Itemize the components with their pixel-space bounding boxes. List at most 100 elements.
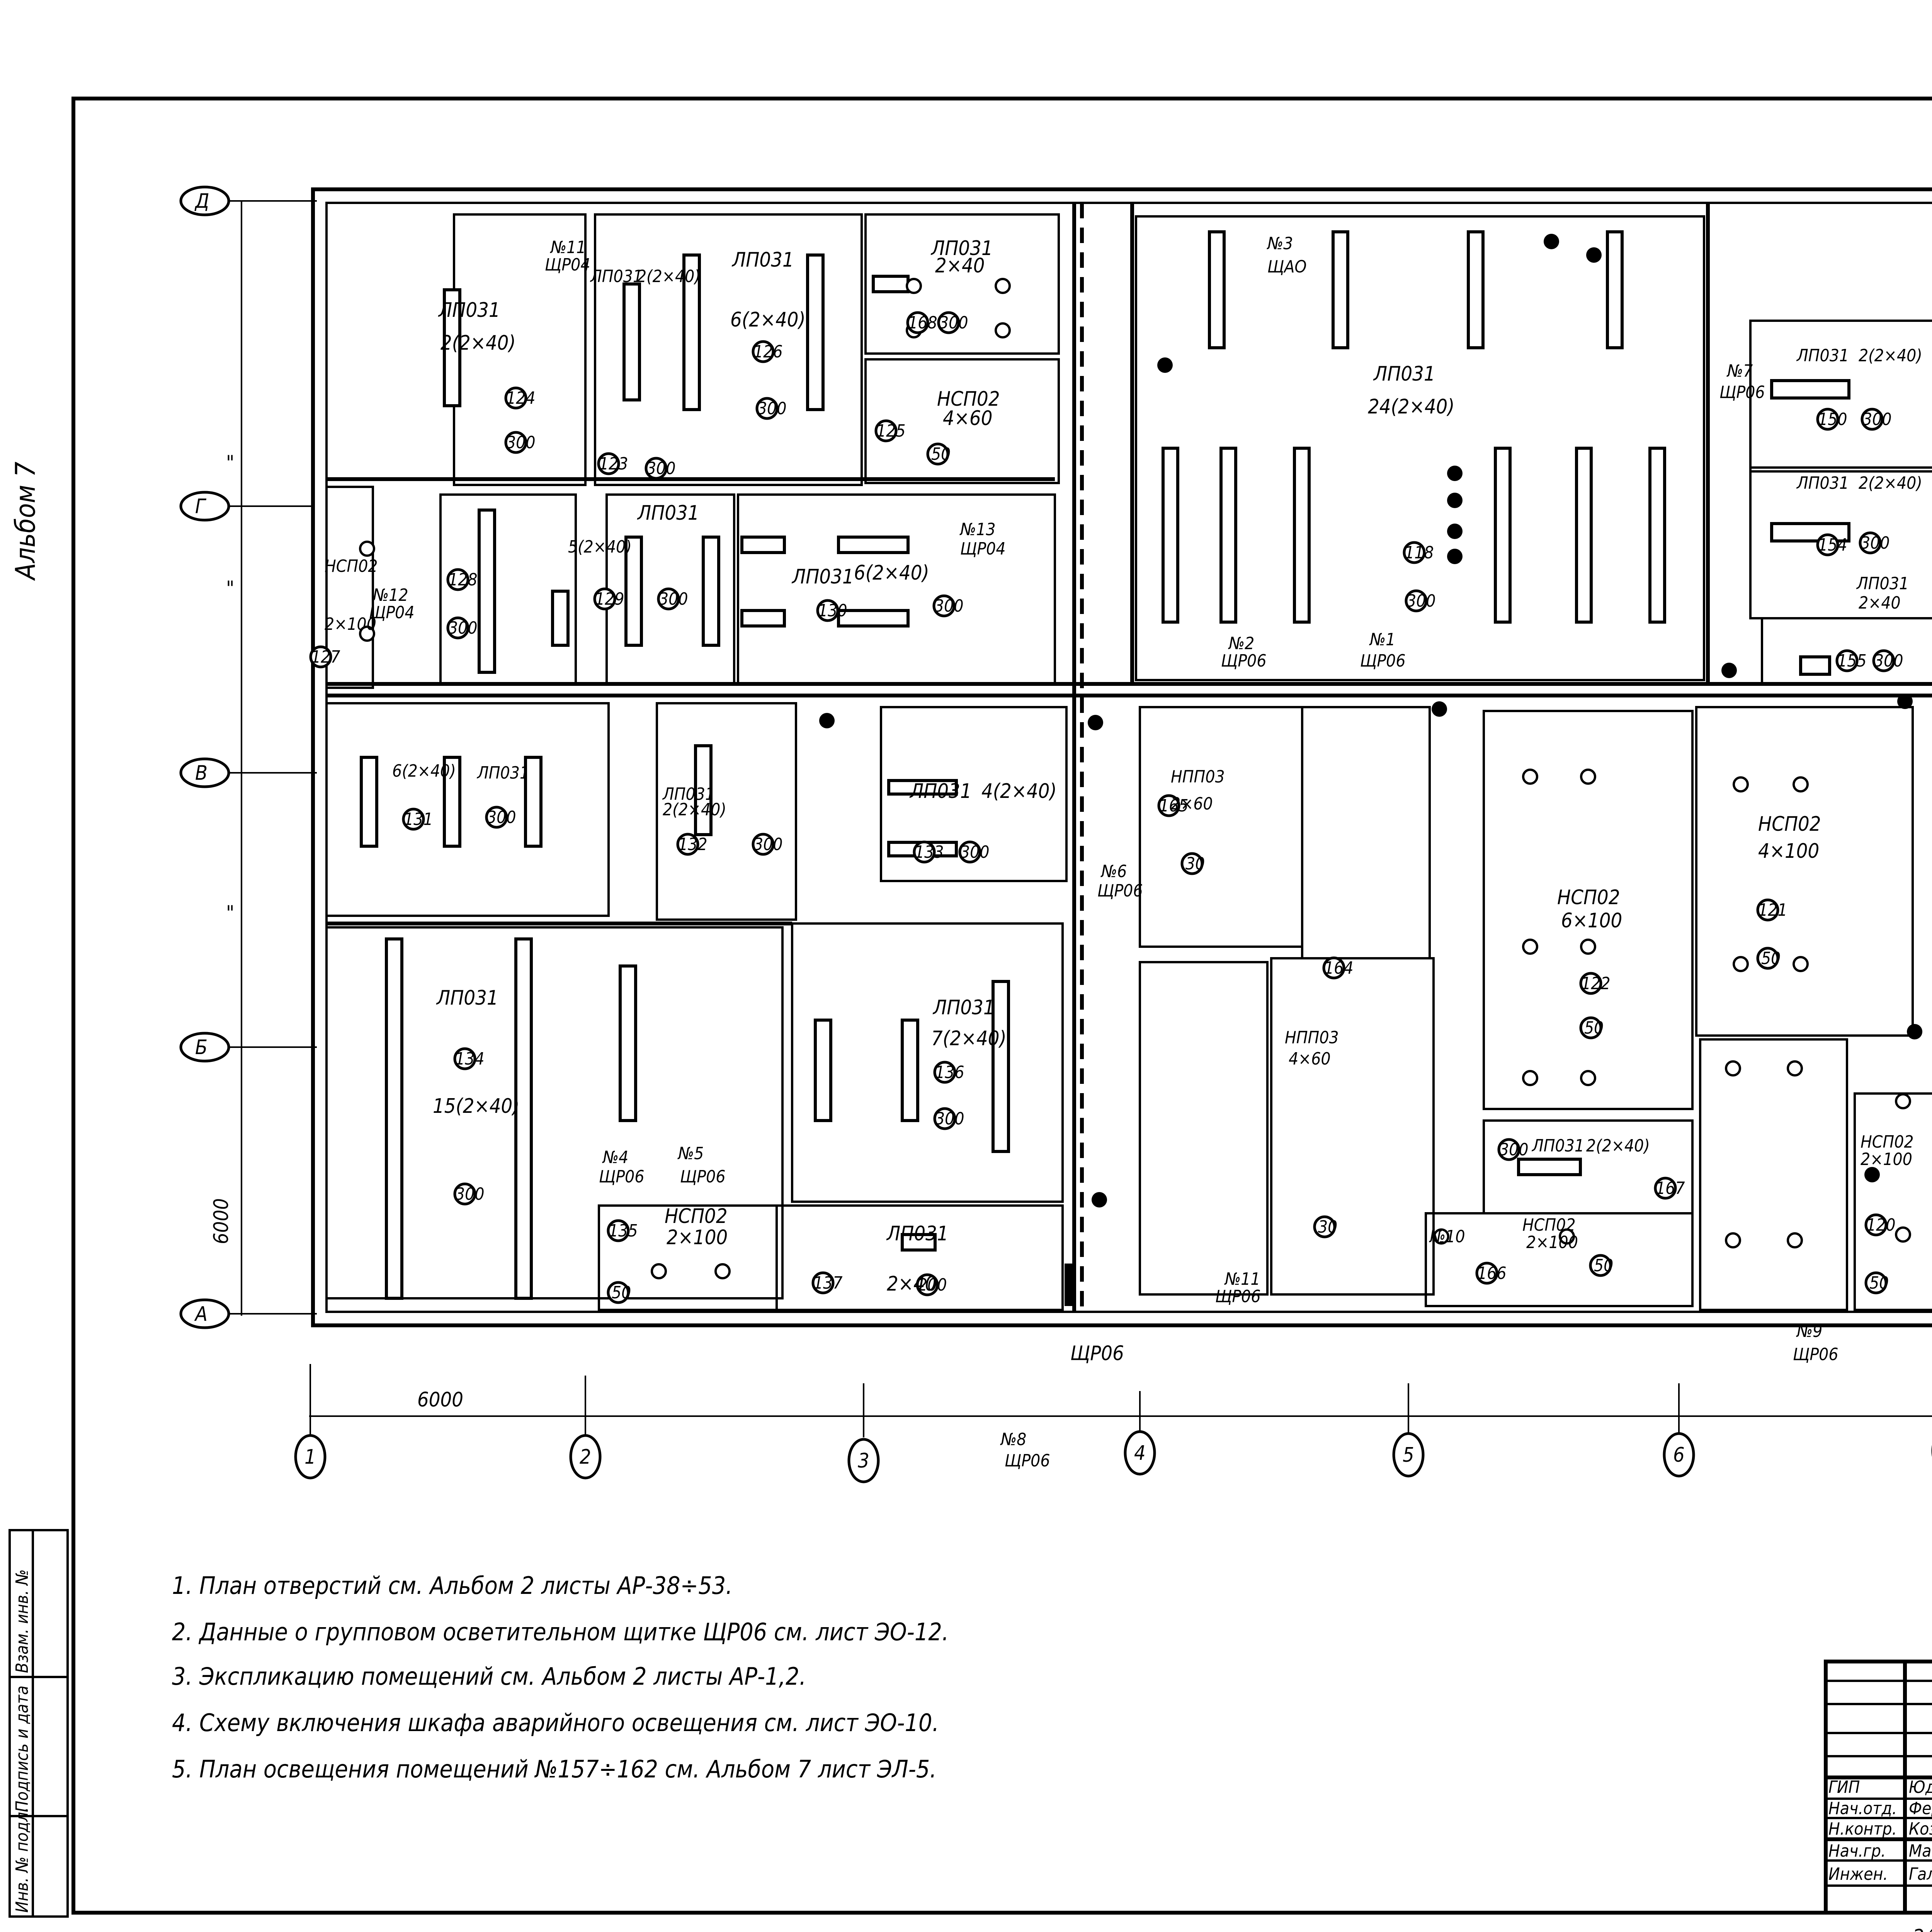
signatory-rows: ГИПЮдин03.90 Нач.отд.Федотов03.90 Н.конт… [1828, 1777, 1932, 1884]
svg-text:№11: №11 [550, 238, 586, 257]
left-binding-strip: Инв. № подл. Подпись и дата Взам. инв. № [9, 1529, 69, 1918]
svg-text:200: 200 [918, 1275, 947, 1295]
svg-text:НПП03: НПП03 [1171, 767, 1225, 787]
svg-text:130: 130 [818, 601, 847, 621]
strip-inv-no: Инв. № подл. [12, 1807, 32, 1913]
emergency-fixtures [819, 234, 1922, 1208]
svg-text:129: 129 [595, 589, 624, 609]
svg-text:2×40: 2×40 [1859, 593, 1901, 613]
svg-text:ЩАО: ЩАО [1267, 257, 1307, 277]
svg-text:№11: №11 [1224, 1269, 1260, 1289]
svg-text:ЛП031: ЛП031 [637, 502, 699, 525]
svg-text:4(2×40): 4(2×40) [981, 780, 1057, 803]
svg-text:137: 137 [813, 1273, 843, 1293]
svg-text:ЩР06: ЩР06 [680, 1167, 726, 1187]
svg-text:2×40: 2×40 [887, 1272, 936, 1296]
svg-text:300: 300 [448, 618, 478, 638]
svg-text:6(2×40): 6(2×40) [854, 561, 929, 585]
svg-text:2×100: 2×100 [667, 1226, 728, 1249]
svg-text:2×100: 2×100 [1526, 1233, 1578, 1252]
svg-text:6(2×40): 6(2×40) [392, 761, 456, 781]
svg-text:125: 125 [876, 421, 906, 441]
svg-text:А: А [194, 1303, 207, 1326]
svg-text:ЩР04: ЩР04 [545, 255, 590, 275]
svg-text:300: 300 [506, 433, 536, 452]
svg-text:2(2×40): 2(2×40) [1859, 473, 1922, 493]
svg-text:ЩР06: ЩР06 [1215, 1287, 1261, 1306]
axis-col-6: 6 [1663, 1383, 1695, 1478]
svg-text:134: 134 [455, 1049, 485, 1069]
axis-row-V: В [179, 757, 317, 788]
svg-text:132: 132 [678, 835, 707, 854]
svg-text:ЩР06: ЩР06 [1070, 1342, 1124, 1365]
svg-text:Мамренко: Мамренко [1909, 1841, 1932, 1861]
room-154: 154 300 ЛП031 2(2×40) [1796, 473, 1922, 556]
svg-text:Федотов: Федотов [1909, 1799, 1932, 1818]
axis-col-2: 2 [569, 1376, 602, 1480]
svg-text:ЛП031: ЛП031 [1796, 473, 1849, 493]
svg-text:2: 2 [580, 1446, 591, 1469]
svg-text:ЛП031: ЛП031 [1373, 362, 1435, 386]
svg-text:50: 50 [1761, 949, 1781, 968]
svg-text:Г: Г [195, 495, 207, 518]
svg-text:154: 154 [1818, 535, 1847, 555]
svg-text:Нач.гр.: Нач.гр. [1828, 1841, 1886, 1861]
svg-text:2(2×40): 2(2×40) [1586, 1136, 1650, 1156]
svg-text:2×100: 2×100 [325, 614, 376, 634]
note-2: 2. Данные о групповом осветительном щитк… [172, 1618, 949, 1646]
strip-replaced-inv: Взам. инв. № [12, 1569, 32, 1673]
svg-text:№10: №10 [1429, 1227, 1465, 1247]
svg-text:1: 1 [304, 1446, 316, 1469]
axis-col-5: 5 [1392, 1383, 1425, 1478]
note-5: 5. План освещения помещений №157÷162 см.… [172, 1755, 937, 1783]
svg-text:НСП02: НСП02 [325, 556, 378, 576]
svg-text:№1: №1 [1369, 630, 1395, 650]
title-block: ТП В-IV-225-50.90 ЭО Заглубленное здание… [1824, 1660, 1932, 1932]
svg-text:300: 300 [1861, 533, 1890, 553]
svg-text:ЛП031: ЛП031 [932, 996, 995, 1019]
svg-text:50: 50 [1584, 1018, 1604, 1038]
svg-text:300: 300 [939, 313, 968, 333]
svg-text:300: 300 [1874, 651, 1903, 671]
svg-text:ЩР04: ЩР04 [369, 603, 415, 622]
svg-text:№7: №7 [1726, 361, 1753, 381]
svg-text:300: 300 [659, 589, 688, 609]
svg-text:50: 50 [931, 444, 951, 464]
room-128: 128 300 [446, 568, 478, 639]
svg-text:ЛП031: ЛП031 [1531, 1136, 1584, 1156]
svg-text:№3: №3 [1267, 234, 1293, 253]
svg-text:НСП02: НСП02 [937, 388, 1000, 411]
svg-text:2×60: 2×60 [1171, 794, 1213, 814]
svg-text:2×100: 2×100 [1861, 1150, 1912, 1169]
svg-text:133: 133 [915, 842, 944, 862]
svg-text:ЛП031: ЛП031 [590, 267, 643, 286]
svg-text:ЩР06: ЩР06 [1793, 1345, 1838, 1364]
svg-text:6(2×40): 6(2×40) [730, 308, 806, 332]
svg-text:128: 128 [448, 570, 478, 590]
svg-text:Галкин: Галкин [1909, 1864, 1932, 1884]
svg-text:ЛП031: ЛП031 [731, 248, 794, 272]
svg-text:НСП02: НСП02 [1522, 1215, 1576, 1235]
svg-text:24(2×40): 24(2×40) [1368, 395, 1455, 418]
svg-text:165: 165 [1159, 796, 1189, 816]
svg-text:50: 50 [1869, 1273, 1889, 1293]
svg-text:50: 50 [1594, 1256, 1613, 1276]
svg-text:№12: №12 [372, 585, 408, 605]
svg-text:2(2×40): 2(2×40) [637, 267, 701, 286]
electrical-panels: ЩР05 ЩР06 [1065, 1264, 1124, 1365]
svg-text:ЛП031: ЛП031 [930, 237, 993, 260]
